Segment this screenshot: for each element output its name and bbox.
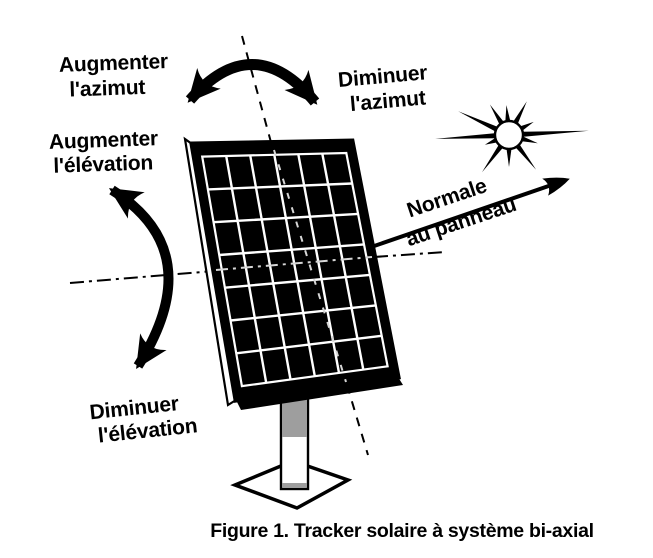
elevation-axis-overlay-dashes bbox=[215, 256, 373, 271]
label-increase-azimuth: Augmenter l'azimut bbox=[59, 50, 169, 102]
panel-normal-arrow bbox=[347, 177, 570, 257]
sun-ray bbox=[458, 111, 499, 132]
sun-ray bbox=[489, 104, 505, 126]
sun-disk bbox=[493, 119, 525, 151]
solar-panel bbox=[183, 136, 403, 410]
sun-ray bbox=[520, 136, 538, 144]
sun-icon bbox=[435, 101, 589, 173]
decrease-azimuth-line2: l'azimut bbox=[349, 87, 427, 117]
increase-azimuth-line2: l'azimut bbox=[69, 76, 146, 102]
label-panel-normal: Normale au panneau bbox=[403, 174, 519, 251]
sun-ray bbox=[515, 143, 537, 170]
figure-caption: Figure 1. Tracker solaire à système bi-a… bbox=[210, 520, 594, 542]
sun-ray bbox=[506, 148, 512, 167]
label-decrease-azimuth: Diminuer l'azimut bbox=[337, 61, 428, 117]
sun-ray bbox=[482, 144, 504, 173]
sun-ray bbox=[435, 133, 497, 139]
increase-elevation-line2: l'élévation bbox=[53, 151, 153, 177]
label-decrease-elevation: Diminuer l'élévation bbox=[89, 392, 199, 447]
increase-elevation-line1: Augmenter bbox=[49, 127, 159, 154]
sun-ray bbox=[505, 105, 511, 123]
sun-ray bbox=[521, 130, 589, 137]
panel-frame-inner-line bbox=[200, 151, 389, 388]
label-increase-elevation: Augmenter l'élévation bbox=[49, 127, 159, 178]
sun-ray bbox=[512, 101, 527, 125]
increase-azimuth-line1: Augmenter bbox=[59, 50, 169, 77]
panel-bottom-edge bbox=[236, 377, 403, 410]
pole-foot-line bbox=[282, 483, 307, 488]
elevation-axis-dashed-line bbox=[69, 251, 446, 284]
azimuth-axis-overlay-dashes bbox=[273, 149, 347, 383]
elevation-rotation-arrow bbox=[108, 185, 174, 370]
panel-grid-lines bbox=[207, 153, 382, 384]
azimuth-rotation-arrow bbox=[185, 59, 320, 106]
